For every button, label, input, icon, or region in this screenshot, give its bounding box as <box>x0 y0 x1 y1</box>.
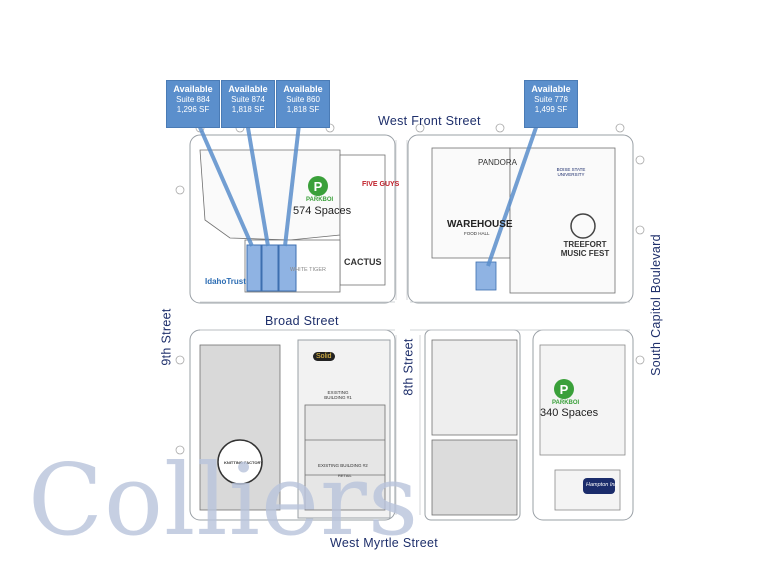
knitting-factory-logo <box>217 439 263 485</box>
callout-suite: Suite 874 <box>231 95 265 104</box>
callout-label: Available <box>173 84 213 94</box>
parking-icon: P <box>308 176 328 196</box>
tenant-boise-state: BOISE STATE UNIVERSITY <box>556 167 586 177</box>
street-label-9th: 9th Street <box>159 308 174 366</box>
street-label-8th: 8th Street <box>401 338 416 396</box>
colliers-watermark: Colliers <box>28 444 420 558</box>
se-middle-block <box>431 339 518 516</box>
sw-block <box>199 344 386 511</box>
parking-spaces: 340 Spaces <box>540 407 599 419</box>
callout-suite: Suite 884 <box>176 95 210 104</box>
treefort-logo <box>570 213 596 239</box>
available-suites-nw <box>246 244 297 292</box>
tenant-five-guys: FIVE GUYS <box>362 181 400 188</box>
available-suite-874-callout[interactable]: Available Suite 874 1,818 SF <box>221 80 275 128</box>
available-suite-884-callout[interactable]: Available Suite 884 1,296 SF <box>166 80 220 128</box>
tenant-cactus: CACTUS <box>344 257 382 267</box>
callout-label: Available <box>228 84 268 94</box>
existing-building-2: EXISTING BUILDING #2 <box>318 463 368 468</box>
callout-suite: Suite 778 <box>534 95 568 104</box>
callout-size: 1,296 SF <box>176 105 210 114</box>
callout-size: 1,818 SF <box>286 105 320 114</box>
ne-block <box>431 147 616 294</box>
tenant-idaho-trust: IdahoTrust <box>205 277 246 286</box>
se-block <box>539 344 626 511</box>
street-label-capitol: South Capitol Boulevard <box>648 234 663 376</box>
street-label-west-myrtle: West Myrtle Street <box>330 536 438 550</box>
callout-size: 1,499 SF <box>534 105 568 114</box>
existing-building-1: EXISTING BUILDING #1 <box>324 390 352 400</box>
parking-brand: PARKBOI <box>552 400 580 406</box>
available-suite-860-callout[interactable]: Available Suite 860 1,818 SF <box>276 80 330 128</box>
callout-label: Available <box>531 84 571 94</box>
tenant-solid: Solid <box>313 352 335 361</box>
parking-icon: P <box>554 379 574 399</box>
svg-text:P: P <box>314 179 323 194</box>
callout-pointers <box>193 115 542 267</box>
tenant-pandora: PANDORA <box>478 158 517 167</box>
retail-label: RETAIL <box>338 473 352 478</box>
hampton-logo <box>583 478 615 494</box>
tenant-warehouse-sub: FOOD HALL <box>464 231 490 236</box>
svg-text:P: P <box>560 382 569 397</box>
callout-size: 1,818 SF <box>231 105 265 114</box>
available-suite-778-callout[interactable]: Available Suite 778 1,499 SF <box>524 80 578 128</box>
tenant-warehouse: WAREHOUSE <box>447 219 513 230</box>
tenant-white-tiger: WHITE TIGER <box>290 267 326 273</box>
street-label-west-front: West Front Street <box>378 114 481 128</box>
parking-brand: PARKBOI <box>306 197 334 203</box>
street-label-broad: Broad Street <box>265 314 339 328</box>
callout-suite: Suite 860 <box>286 95 320 104</box>
tenant-hampton: Hampton Inn <box>586 482 618 488</box>
callout-label: Available <box>283 84 323 94</box>
trees <box>175 123 645 455</box>
tenant-knitting-factory: KNITTING FACTORY <box>224 460 263 465</box>
parking-spaces: 574 Spaces <box>293 205 352 217</box>
tenant-treefort: TREEFORT MUSIC FEST <box>560 240 610 258</box>
parking-stripes <box>200 140 630 515</box>
